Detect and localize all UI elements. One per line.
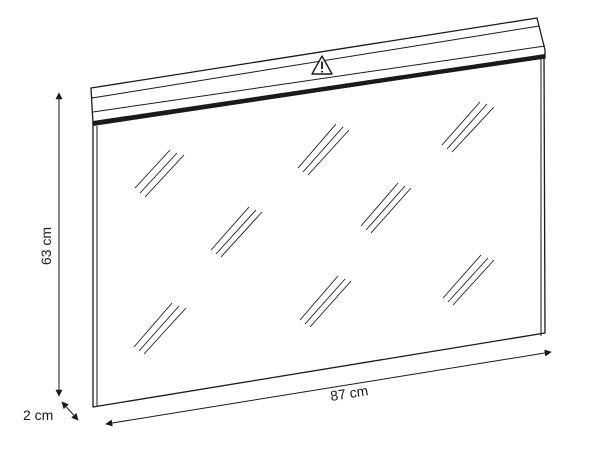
top-rail-front-edge [92, 45, 546, 113]
reflection-mark [441, 101, 495, 153]
width-dimension-line [105, 349, 552, 427]
warning-triangle-icon [311, 55, 333, 75]
glass-reflection-marks [133, 101, 495, 355]
reflection-mark [133, 302, 187, 355]
depth-label: 2 cm [23, 407, 53, 423]
reflection-mark [134, 149, 185, 198]
top-rail-shadow [93, 54, 545, 126]
height-label: 63 cm [38, 227, 54, 265]
reflection-mark [360, 182, 412, 234]
top-rail-upper-edge [91, 25, 540, 99]
width-label: 87 cm [329, 382, 369, 404]
reflection-mark [299, 275, 352, 328]
reflection-mark [442, 254, 495, 306]
depth-dimension-line [61, 401, 79, 421]
reflection-mark [210, 206, 263, 258]
reflection-mark [297, 123, 350, 176]
